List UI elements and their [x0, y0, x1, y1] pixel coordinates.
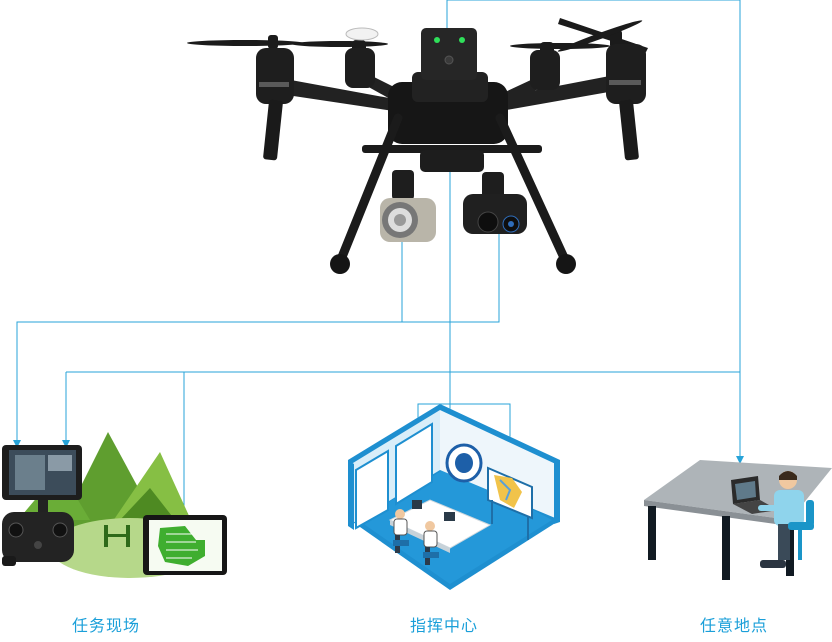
drone-icon — [187, 18, 648, 274]
field-scene — [2, 432, 227, 578]
caption-field-site: 任务现场 — [72, 612, 140, 636]
emblem-icon — [447, 445, 481, 481]
thermal-camera-icon — [463, 172, 527, 234]
desk-workstation-icon — [644, 460, 832, 580]
gimbal-camera-icon — [380, 170, 436, 242]
caption-command-center: 指挥中心 — [410, 612, 478, 636]
command-room-icon — [348, 404, 560, 590]
propeller-left — [187, 35, 303, 49]
tablet-icon — [143, 515, 227, 575]
top-module-icon — [421, 28, 477, 80]
caption-anywhere: 任意地点 — [700, 612, 768, 636]
